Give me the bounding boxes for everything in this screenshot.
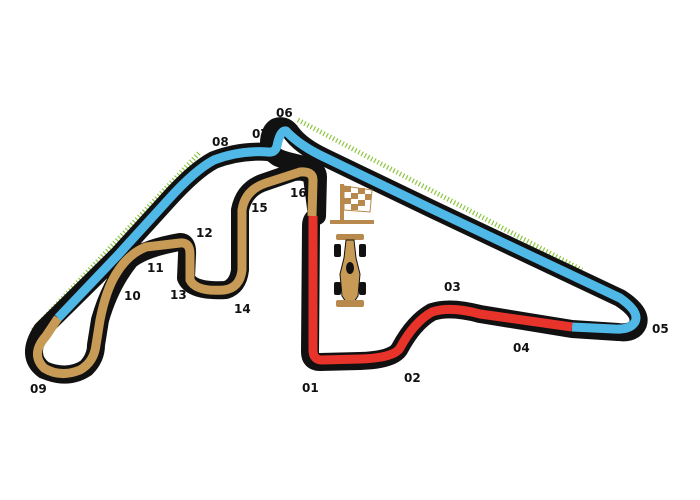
corner-label-14: 14 [234, 302, 251, 316]
corner-label-05: 05 [652, 322, 669, 336]
corner-label-01: 01 [302, 381, 319, 395]
corner-label-08: 08 [212, 135, 229, 149]
corner-label-12: 12 [196, 226, 213, 240]
sector-2-path-a [54, 126, 641, 334]
corner-label-06: 06 [276, 106, 293, 120]
corner-label-10: 10 [124, 289, 141, 303]
corner-label-13: 13 [170, 288, 187, 302]
corner-label-04: 04 [513, 341, 530, 355]
corner-label-16: 16 [290, 186, 307, 200]
corner-label-03: 03 [444, 280, 461, 294]
corner-label-02: 02 [404, 371, 421, 385]
corner-label-09: 09 [30, 382, 47, 396]
race-car-icon [334, 234, 366, 307]
corner-label-11: 11 [147, 261, 164, 275]
sector-1-path [308, 216, 573, 365]
corner-label-07: 07 [252, 127, 269, 141]
sector-3-path [33, 167, 318, 378]
corner-labels: 01 02 03 04 05 06 07 08 09 10 11 12 13 14 15 16 [30, 106, 669, 396]
corner-label-15: 15 [251, 201, 268, 215]
checkered-flag-icon [330, 184, 374, 224]
